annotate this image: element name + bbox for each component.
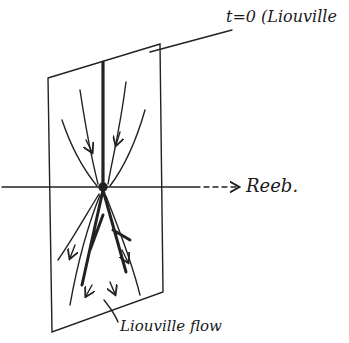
axis-label: t=0 (Liouville	[226, 8, 337, 26]
flow-arrow	[122, 250, 128, 262]
flow-arrow	[86, 285, 92, 296]
flow-arrow	[70, 245, 75, 258]
flow-curve	[70, 195, 100, 305]
flow-curve	[106, 196, 140, 295]
reeb-arrow	[204, 186, 238, 187]
skeleton-branch	[82, 190, 130, 285]
flow-curve	[110, 110, 145, 186]
leader-line	[104, 300, 118, 322]
flow-arrow	[110, 282, 115, 294]
flow-curve	[58, 194, 99, 260]
flow-curve	[80, 90, 98, 184]
leader-line	[150, 30, 232, 52]
skeleton-line	[101, 62, 104, 190]
critical-point	[99, 183, 107, 191]
flow-arrow	[116, 132, 120, 145]
flow-curve	[108, 82, 126, 184]
flow-curve	[62, 120, 97, 186]
flow-label: Liouville flow	[120, 318, 222, 335]
flow-arrow	[86, 140, 92, 152]
plane-outline	[48, 44, 163, 332]
direction-label: Reeb.	[246, 176, 298, 196]
